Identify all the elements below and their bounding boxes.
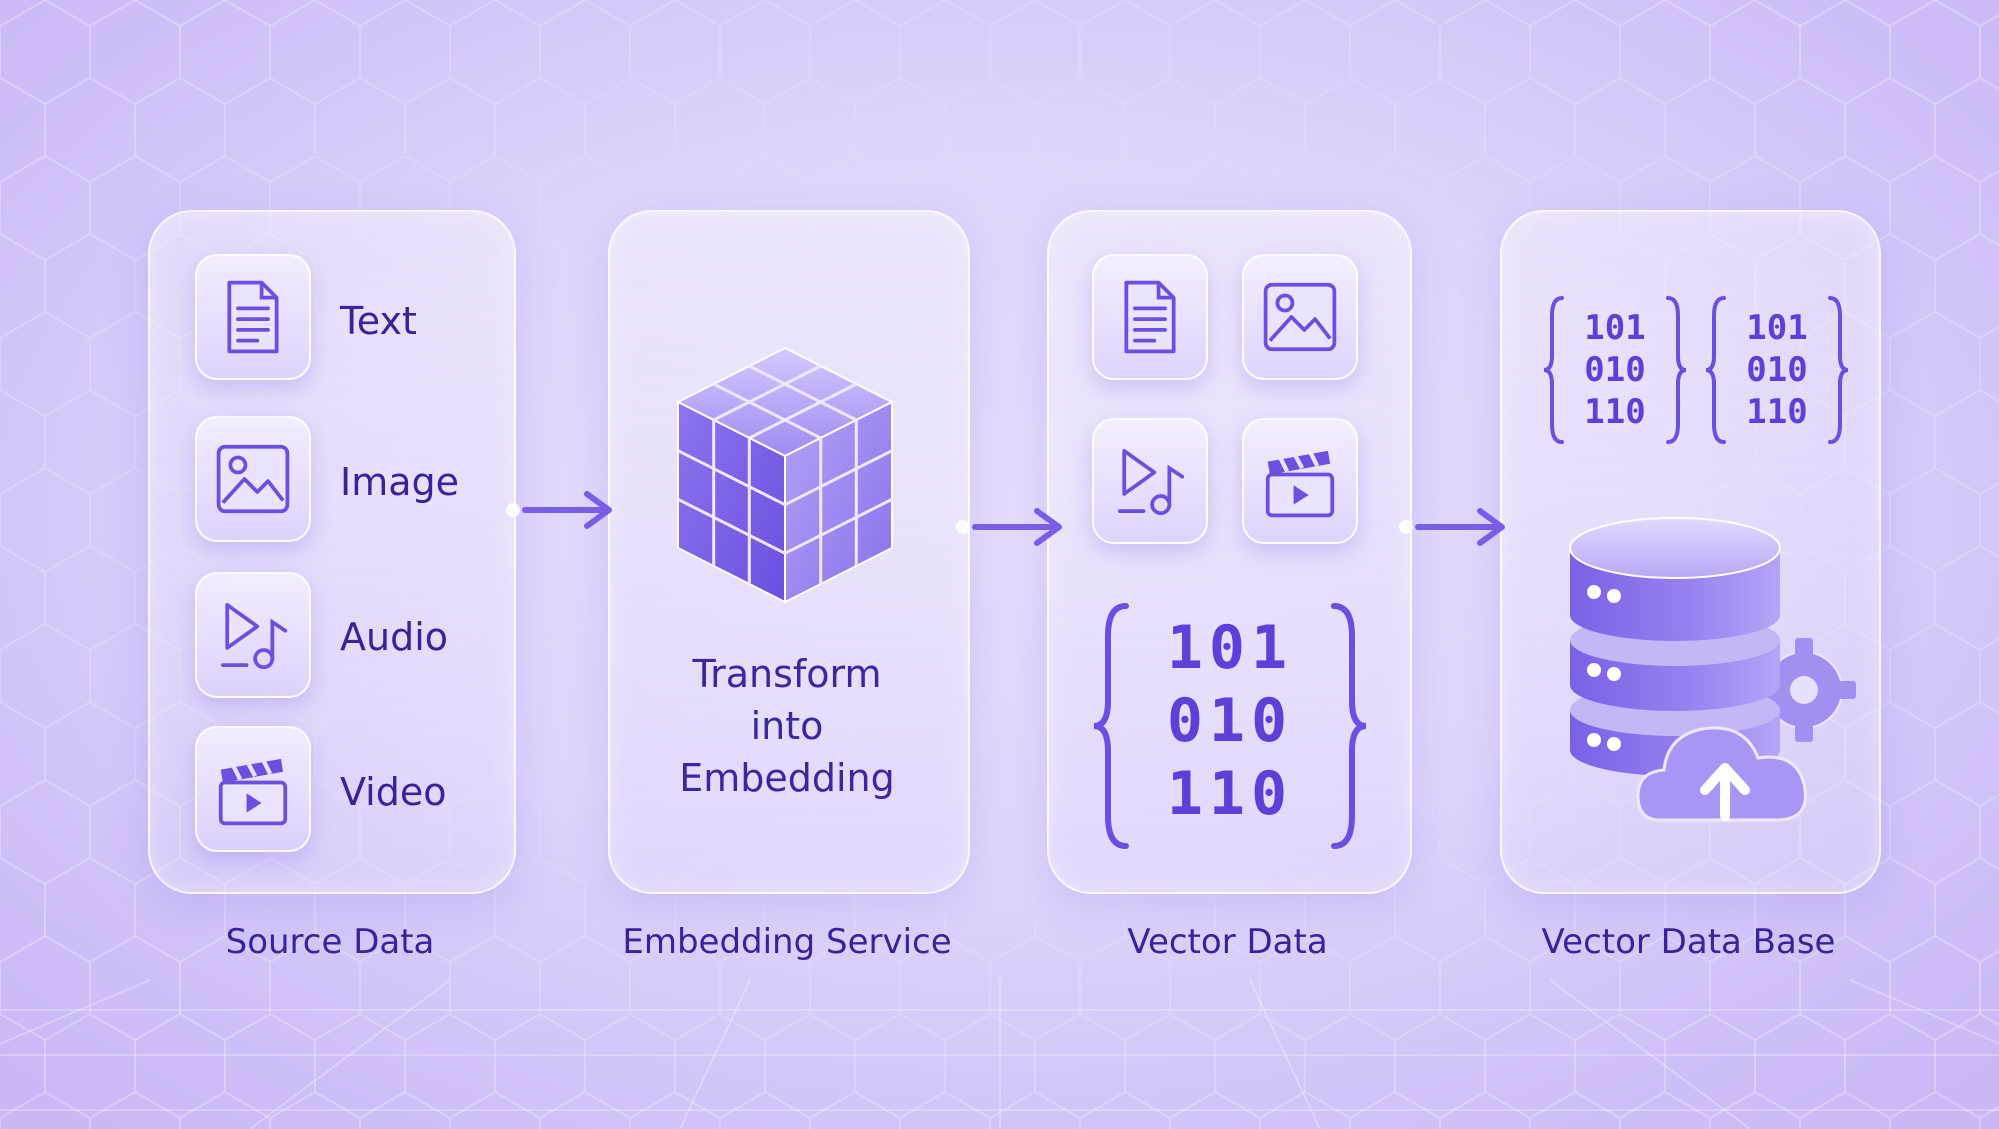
binary-row-3: 110 [1167, 759, 1293, 829]
database-cloud-upload-icon [1569, 517, 1856, 822]
vector-database-caption: Vector Data Base [1541, 922, 1836, 962]
binary-row-1: 101 [1584, 308, 1645, 348]
cube-grid-icon [675, 346, 895, 604]
source-item-audio-label: Audio [340, 615, 449, 659]
vector-data-caption: Vector Data [1127, 922, 1328, 962]
source-item-image-label: Image [340, 460, 460, 504]
clapperboard-icon [195, 726, 311, 852]
transform-line-2: into [750, 704, 824, 748]
vector-image-icon [1242, 254, 1358, 380]
transform-line-3: Embedding [679, 756, 895, 800]
text-document-icon [195, 254, 311, 380]
binary-row-2: 010 [1746, 350, 1807, 390]
binary-row-2: 010 [1167, 686, 1293, 756]
vector-clapperboard-icon [1242, 418, 1358, 544]
binary-row-3: 110 [1584, 392, 1645, 432]
transform-line-1: Transform [692, 652, 882, 696]
binary-row-3: 110 [1746, 392, 1807, 432]
audio-icon [195, 572, 311, 698]
arrow-right-icon [505, 480, 625, 540]
image-icon [195, 416, 311, 542]
source-data-caption: Source Data [225, 922, 435, 962]
binary-row-1: 101 [1167, 613, 1293, 683]
arrow-right-icon [955, 497, 1075, 557]
binary-row-1: 101 [1746, 308, 1807, 348]
embedding-service-caption: Embedding Service [622, 922, 952, 962]
vector-audio-icon [1092, 418, 1208, 544]
source-item-video-label: Video [340, 770, 447, 814]
arrow-right-icon [1398, 497, 1518, 557]
grid-floor [0, 980, 1999, 1129]
binary-vector-icon: 101 010 110 [1093, 603, 1367, 849]
binary-vector-icon: 101 010 110 [1543, 296, 1687, 444]
source-item-text-label: Text [340, 299, 417, 343]
gear-icon [1752, 638, 1856, 742]
binary-vector-icon: 101 010 110 [1705, 296, 1849, 444]
vector-document-icon [1092, 254, 1208, 380]
transform-into-embedding-text: Transform into Embedding [608, 648, 966, 804]
binary-row-2: 010 [1584, 350, 1645, 390]
